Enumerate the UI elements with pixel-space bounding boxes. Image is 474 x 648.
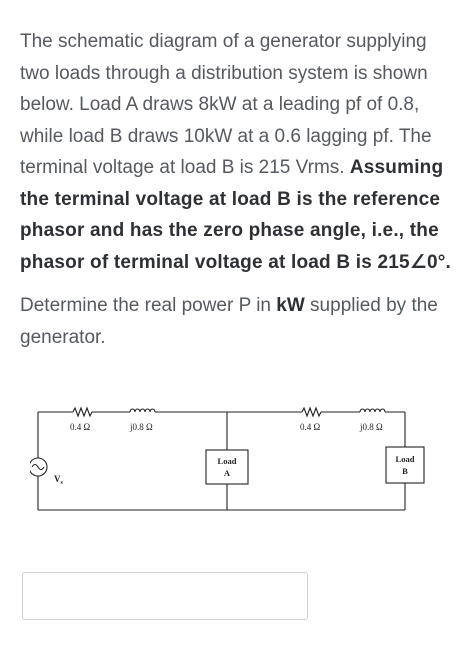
r1-label: 0.4 Ω (70, 422, 91, 432)
prompt-suffix: supplied by the generator. (20, 295, 438, 348)
answer-input[interactable] (22, 572, 308, 620)
r2-label: 0.4 Ω (300, 422, 321, 432)
question-text: The schematic diagram of a generator sup… (20, 26, 460, 353)
load-b-label-line1: Load (396, 454, 415, 464)
inductor-2-symbol (359, 408, 386, 413)
resistor-1-symbol (72, 406, 93, 418)
question-paragraph: The schematic diagram of a generator sup… (20, 26, 460, 278)
x1-label: j0.8 Ω (129, 422, 153, 432)
circuit-schematic: 0.4 Ω j0.8 Ω 0.4 Ω j0.8 Ω Vs Load A Load… (30, 406, 425, 511)
question-prompt: Determine the real power P in kW supplie… (20, 290, 460, 353)
question-emphasis: Assuming the terminal voltage at load B … (20, 157, 452, 273)
prompt-prefix: Determine the real power P in (20, 295, 277, 316)
source-label-sub: s (61, 480, 64, 486)
resistor-2-symbol (301, 406, 322, 418)
x2-label: j0.8 Ω (359, 422, 383, 432)
source-label-main: V (54, 474, 61, 484)
ac-source-symbol (30, 457, 48, 477)
load-b-box (385, 446, 425, 484)
source-label: Vs (54, 474, 64, 486)
question-intro: The schematic diagram of a generator sup… (20, 31, 432, 178)
inductor-1-symbol (129, 408, 156, 413)
load-b-label-line2: B (402, 466, 408, 476)
load-a-label-line1: Load (218, 456, 237, 466)
prompt-unit: kW (276, 295, 305, 316)
load-a-label-line2: A (224, 468, 231, 478)
load-a-box (205, 449, 249, 485)
